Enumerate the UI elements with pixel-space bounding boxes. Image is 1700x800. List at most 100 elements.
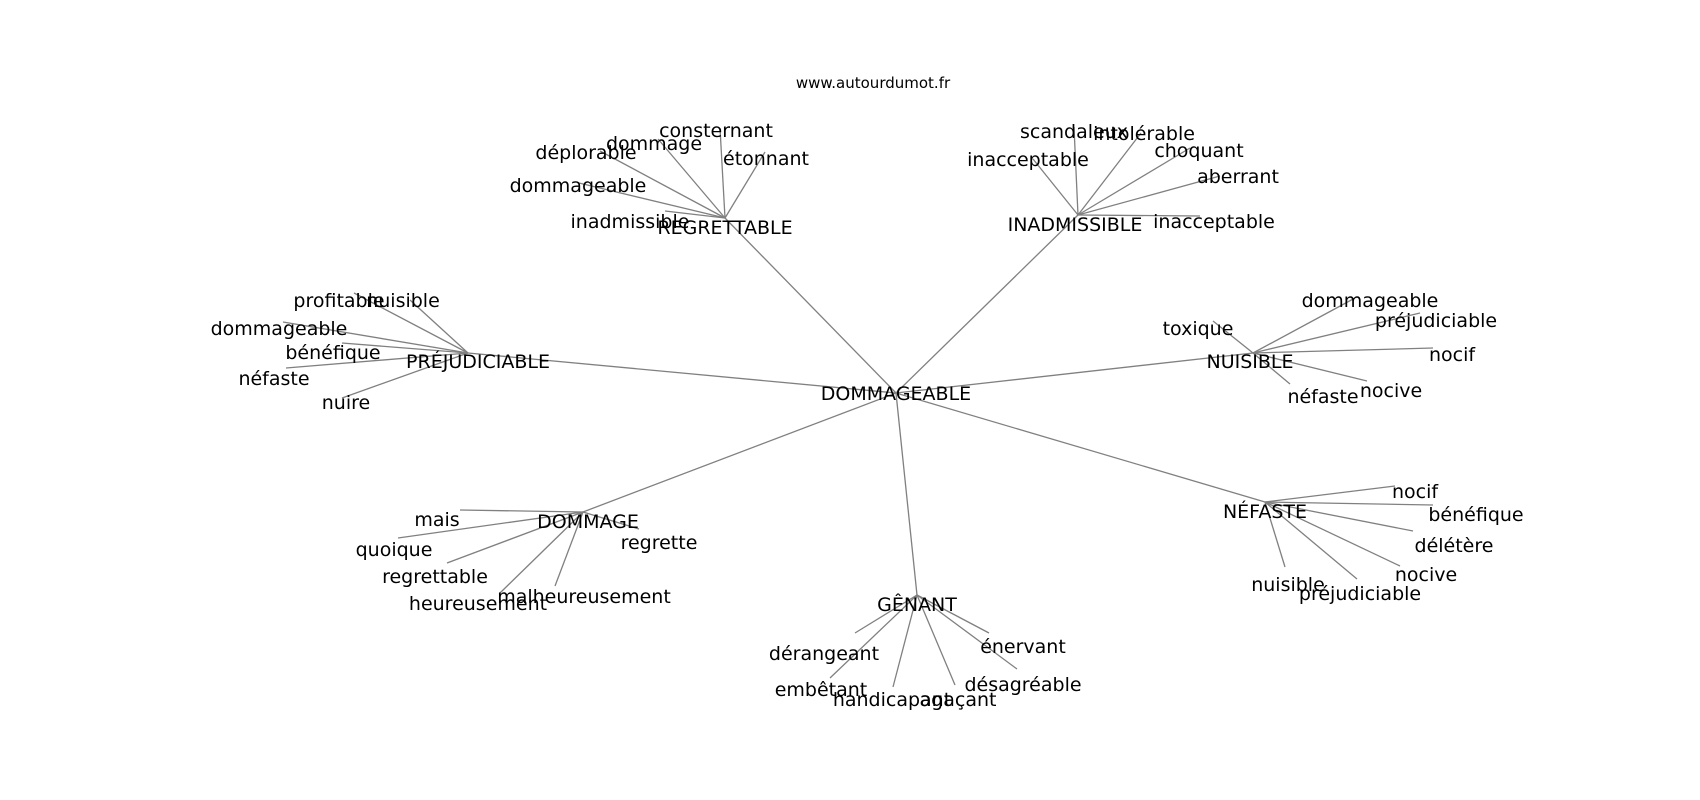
leaf-word[interactable]: malheureusement xyxy=(497,586,671,608)
leaf-word[interactable]: dommage xyxy=(606,133,702,155)
leaf-word[interactable]: dommageable xyxy=(211,318,348,340)
leaf-word[interactable]: scandaleux xyxy=(1020,121,1128,143)
leaf-word[interactable]: néfaste xyxy=(1287,386,1358,408)
edge-hub-leaf xyxy=(1077,147,1191,216)
edge-center-hub xyxy=(895,214,1079,394)
edge-hub-leaf xyxy=(724,151,766,219)
leaf-word[interactable]: handicapant xyxy=(833,689,951,711)
leaf-word[interactable]: nocive xyxy=(1360,380,1422,402)
edge-center-hub xyxy=(582,392,897,513)
edge-hub-leaf xyxy=(916,594,990,634)
leaf-word[interactable]: quoique xyxy=(356,539,433,561)
leaf-word[interactable]: consternant xyxy=(659,120,773,142)
hub-word[interactable]: DOMMAGE xyxy=(537,511,639,533)
leaf-word[interactable]: déplorable xyxy=(535,142,636,164)
leaf-word[interactable]: profitable xyxy=(293,290,384,312)
hub-word[interactable]: GÊNANT xyxy=(877,593,957,616)
edge-hub-leaf xyxy=(657,138,726,219)
edge-hub-leaf xyxy=(1252,352,1291,385)
edge-hub-leaf xyxy=(1264,501,1358,580)
edge-hub-leaf xyxy=(719,127,726,219)
leaf-word[interactable]: inadmissible xyxy=(571,211,690,233)
edge-hub-leaf xyxy=(829,594,918,679)
leaf-word[interactable]: délétère xyxy=(1415,535,1494,557)
leaf-word[interactable]: dérangeant xyxy=(769,643,879,665)
leaf-word[interactable]: intolérable xyxy=(1093,123,1195,145)
leaf-word[interactable]: étonnant xyxy=(723,148,809,170)
leaf-word[interactable]: nuire xyxy=(322,392,370,414)
edge-hub-leaf xyxy=(664,210,726,219)
leaf-word[interactable]: dommageable xyxy=(1302,290,1439,312)
leaf-word[interactable]: inacceptable xyxy=(967,149,1089,171)
edge-hub-leaf xyxy=(1077,175,1221,216)
edge-hub-leaf xyxy=(1252,297,1356,354)
edge-hub-leaf xyxy=(599,150,726,219)
leaf-word[interactable]: aberrant xyxy=(1197,166,1279,188)
hub-word[interactable]: NUISIBLE xyxy=(1206,351,1293,373)
graph-labels: www.autourdumot.fr DOMMAGEABLE consterna… xyxy=(211,74,1524,711)
edge-hub-leaf xyxy=(1264,485,1396,503)
leaf-word[interactable]: mais xyxy=(414,509,459,531)
leaf-word[interactable]: agaçant xyxy=(920,689,997,711)
leaf-word[interactable]: nuisible xyxy=(366,290,440,312)
edge-hub-leaf xyxy=(397,511,584,539)
edge-hub-leaf xyxy=(409,299,469,354)
hub-word[interactable]: INADMISSIBLE xyxy=(1008,214,1143,236)
edge-center-hub xyxy=(895,392,1266,503)
hub-word[interactable]: PRÉJUDICIABLE xyxy=(406,350,550,373)
edge-center-hub xyxy=(467,352,897,394)
leaf-word[interactable]: nocif xyxy=(1392,481,1439,503)
leaf-word[interactable]: choquant xyxy=(1154,140,1243,162)
leaf-word[interactable]: énervant xyxy=(980,636,1066,658)
edge-hub-leaf xyxy=(1264,501,1434,506)
leaf-word[interactable]: désagréable xyxy=(964,674,1081,696)
edge-hub-leaf xyxy=(446,511,584,564)
edge-hub-leaf xyxy=(459,509,584,513)
edge-hub-leaf xyxy=(1264,501,1414,532)
edge-hub-leaf xyxy=(285,352,469,369)
edge-center-hub xyxy=(895,392,918,596)
leaf-word[interactable]: heureusement xyxy=(409,593,547,615)
edge-hub-leaf xyxy=(1212,320,1254,354)
leaf-word[interactable]: nuisible xyxy=(1251,574,1325,596)
leaf-word[interactable]: néfaste xyxy=(238,368,309,390)
edge-hub-leaf xyxy=(1252,352,1368,382)
edge-hub-leaf xyxy=(582,511,640,530)
edge-hub-leaf xyxy=(1073,126,1079,216)
leaf-word[interactable]: embêtant xyxy=(775,679,868,701)
edge-hub-leaf xyxy=(916,594,1018,670)
leaf-word[interactable]: nocive xyxy=(1395,564,1457,586)
edge-hub-leaf xyxy=(353,292,469,354)
edge-hub-leaf xyxy=(341,342,469,354)
edge-hub-leaf xyxy=(1252,347,1434,354)
edge-hub-leaf xyxy=(499,511,584,594)
edge-hub-leaf xyxy=(1264,501,1286,568)
leaf-word[interactable]: bénéfique xyxy=(1428,504,1523,526)
leaf-word[interactable]: inacceptable xyxy=(1153,211,1275,233)
center-word[interactable]: DOMMAGEABLE xyxy=(821,383,971,405)
leaf-word[interactable]: bénéfique xyxy=(285,342,380,364)
edge-hub-leaf xyxy=(1032,158,1079,216)
leaf-word[interactable]: dommageable xyxy=(510,175,647,197)
graph-edges xyxy=(282,126,1434,688)
edge-hub-leaf xyxy=(854,594,918,634)
leaf-word[interactable]: regrette xyxy=(621,532,698,554)
edge-hub-leaf xyxy=(1264,501,1401,567)
edge-hub-leaf xyxy=(916,594,956,686)
hub-word[interactable]: NÉFASTE xyxy=(1223,500,1307,523)
edge-hub-leaf xyxy=(282,321,469,354)
edge-hub-leaf xyxy=(1077,132,1142,216)
edge-hub-leaf xyxy=(554,511,584,587)
leaf-word[interactable]: toxique xyxy=(1163,318,1234,340)
edge-hub-leaf xyxy=(892,594,918,688)
site-watermark[interactable]: www.autourdumot.fr xyxy=(796,74,951,92)
leaf-word[interactable]: préjudiciable xyxy=(1375,310,1497,332)
edge-hub-leaf xyxy=(578,182,726,219)
hub-word[interactable]: REGRETTABLE xyxy=(657,217,792,239)
edge-hub-leaf xyxy=(1252,312,1421,354)
edge-center-hub xyxy=(895,352,1254,394)
leaf-word[interactable]: nocif xyxy=(1429,344,1476,366)
leaf-word[interactable]: regrettable xyxy=(382,566,488,588)
leaf-word[interactable]: préjudiciable xyxy=(1299,583,1421,605)
